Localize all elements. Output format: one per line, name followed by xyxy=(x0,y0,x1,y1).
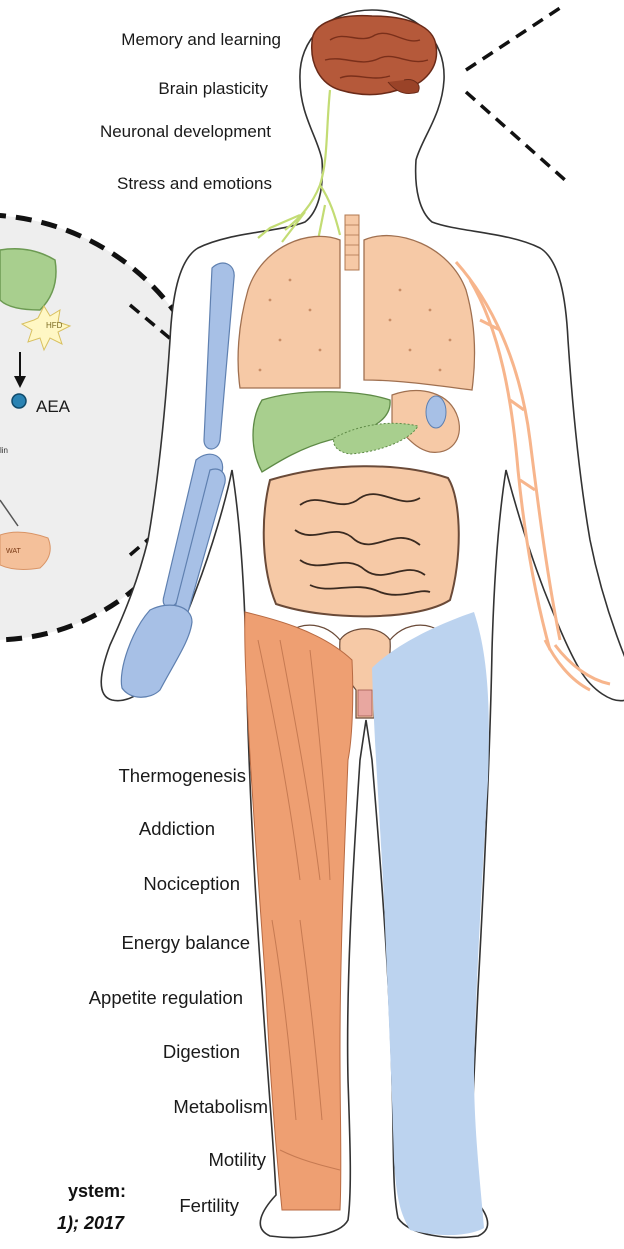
function-label-motility: Motility xyxy=(208,1151,266,1170)
function-label-addiction: Addiction xyxy=(139,820,215,839)
inset-partial-text: lin xyxy=(0,446,8,455)
function-label-neuronal: Neuronal development xyxy=(100,123,271,140)
function-label-plasticity: Brain plasticity xyxy=(158,80,268,97)
function-label-metabolism: Metabolism xyxy=(173,1098,268,1117)
function-label-energy-balance: Energy balance xyxy=(121,934,250,953)
function-label-stress: Stress and emotions xyxy=(117,175,272,192)
function-label-fertility: Fertility xyxy=(179,1197,239,1216)
hfd-label: HFD xyxy=(46,321,63,330)
citation-line-1: ystem: xyxy=(0,1182,126,1200)
trachea xyxy=(345,215,359,270)
function-label-digestion: Digestion xyxy=(163,1043,240,1062)
function-label-memory: Memory and learning xyxy=(121,31,281,48)
aea-molecule xyxy=(12,394,26,408)
leg-skin xyxy=(372,612,489,1235)
function-label-thermogenesis: Thermogenesis xyxy=(118,767,246,786)
leg-muscles xyxy=(245,612,353,1210)
inset-liver-shape xyxy=(0,249,56,310)
aea-label: AEA xyxy=(36,397,71,416)
large-intestine xyxy=(264,466,459,616)
function-label-appetite: Appetite regulation xyxy=(89,989,243,1008)
brain xyxy=(312,16,437,95)
function-label-nociception: Nociception xyxy=(143,875,240,894)
spleen xyxy=(426,396,446,428)
wat-label: WAT xyxy=(6,548,21,555)
citation-line-2: 1); 2017 xyxy=(0,1214,124,1232)
